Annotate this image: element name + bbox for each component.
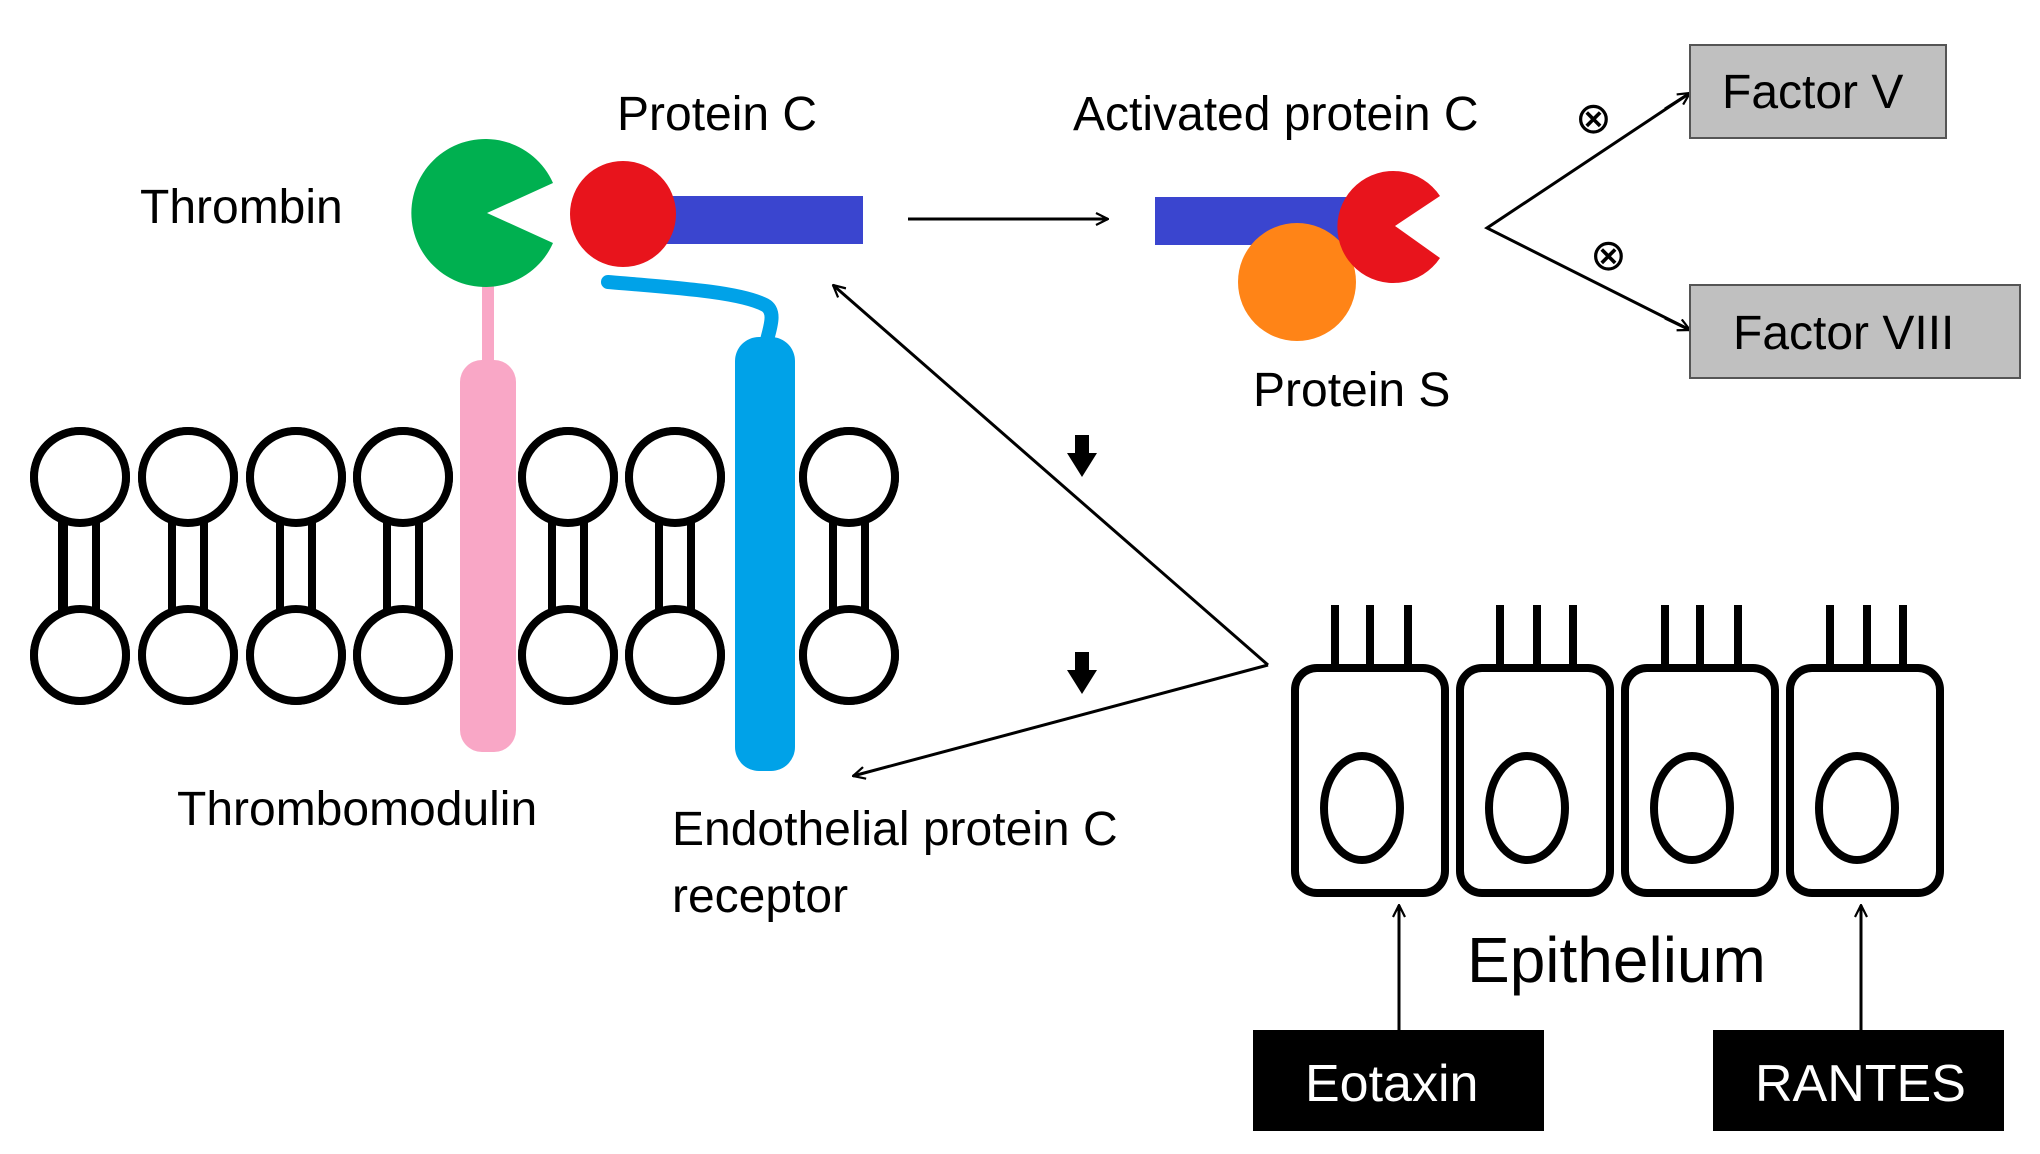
- epithelial-cell: [1291, 605, 1449, 897]
- thrombin-label: Thrombin: [140, 181, 343, 234]
- protein-c-label: Protein C: [617, 88, 817, 141]
- epithelium-cells: [1291, 605, 1944, 897]
- labels: Thrombin Protein C Activated protein C P…: [140, 66, 1966, 1113]
- arrows: [833, 93, 1861, 1030]
- epithelium-label: Epithelium: [1467, 924, 1766, 996]
- epithelial-cell: [1456, 605, 1614, 897]
- factor-v-box: [1689, 44, 1947, 139]
- protein-s-label: Protein S: [1253, 364, 1450, 417]
- endothelial-protein-c-receptor: [601, 275, 795, 771]
- protein-c-shape: [570, 161, 863, 267]
- epcr-label-line1: Endothelial protein C: [672, 803, 1118, 856]
- decrease-indicators: [1067, 435, 1097, 694]
- inhibit-symbol-factor-v: ⊗: [1575, 94, 1612, 143]
- epithelium-to-protein-c-arrow: [833, 285, 1269, 667]
- eotaxin-box: [1253, 1030, 1544, 1131]
- factor-v-label: Factor V: [1722, 66, 1903, 119]
- epithelial-cell: [1786, 605, 1944, 897]
- factor-viii-label: Factor VIII: [1733, 307, 1954, 360]
- eotaxin-label: Eotaxin: [1305, 1055, 1478, 1113]
- epithelium-to-epcr-arrow: [853, 663, 1269, 776]
- thrombomodulin-label: Thrombomodulin: [177, 783, 537, 836]
- epcr-label-line2: receptor: [672, 870, 848, 923]
- inhibit-symbol-factor-viii: ⊗: [1590, 231, 1627, 280]
- lipid-heads: [30, 427, 899, 705]
- thrombin-shape: [411, 139, 553, 287]
- down-arrow-icon: [1067, 652, 1097, 694]
- epithelial-cell: [1621, 605, 1779, 897]
- thrombomodulin: [460, 285, 516, 752]
- rantes-box: [1713, 1030, 2004, 1131]
- inactivation-branch: [1484, 91, 1691, 332]
- activated-protein-c-shape: [1155, 171, 1440, 341]
- factor-viii-box: [1689, 284, 2021, 379]
- activated-protein-c-label: Activated protein C: [1073, 88, 1479, 141]
- down-arrow-icon: [1067, 435, 1097, 477]
- rantes-label: RANTES: [1755, 1055, 1966, 1113]
